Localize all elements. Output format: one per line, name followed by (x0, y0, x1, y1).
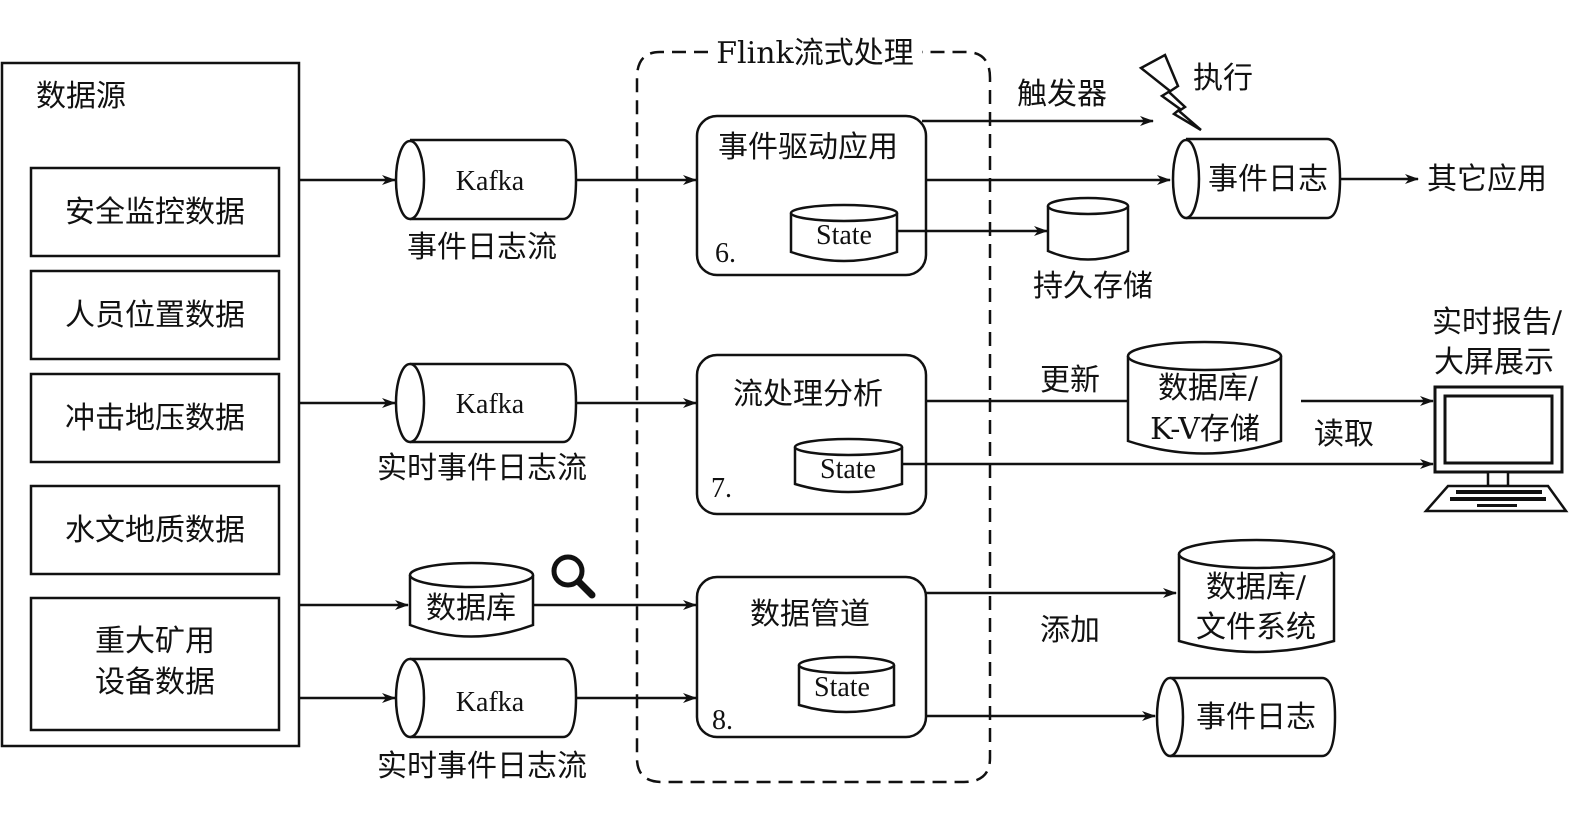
data-sources-panel: 数据源 安全监控数据 人员位置数据 冲击地压数据 水文地质数据 重大矿用 设备数… (0, 61, 301, 748)
flink-title: Flink流式处理 (716, 36, 914, 71)
state-store[interactable]: State (793, 437, 904, 494)
execute-label: 执行 (1193, 61, 1253, 96)
app-number: 8. (712, 705, 733, 736)
app-title: 事件驱动应用 (718, 130, 898, 165)
other-apps-label: 其它应用 (1427, 162, 1547, 197)
app-event-driven[interactable]: 事件驱动应用 6. State (695, 114, 928, 277)
source-item-equipment[interactable]: 重大矿用 设备数据 (29, 596, 281, 732)
kv-store-label-line2: K-V存储 (1150, 412, 1260, 447)
app-data-pipeline[interactable]: 数据管道 8. State (695, 575, 928, 739)
kafka-queue-1[interactable]: Kafka (394, 138, 578, 221)
report-label-line2: 大屏展示 (1434, 345, 1554, 380)
state-label: State (816, 220, 872, 251)
app-number: 7. (711, 473, 732, 504)
stream-caption-1: 事件日志流 (407, 230, 557, 265)
kafka-label: Kafka (456, 166, 525, 197)
app-title: 数据管道 (750, 597, 870, 632)
kafka-label: Kafka (456, 687, 525, 718)
event-log-label: 事件日志 (1208, 162, 1328, 197)
report-label-line1: 实时报告/ (1432, 305, 1563, 340)
source-item-label: 人员位置数据 (65, 298, 245, 333)
trigger-label: 触发器 (1017, 77, 1107, 112)
event-log-bottom[interactable]: 事件日志 (1155, 676, 1337, 758)
database-label: 数据库 (426, 591, 516, 626)
update-label: 更新 (1040, 363, 1100, 398)
kv-store-database[interactable]: 数据库/ K-V存储 (1126, 340, 1283, 455)
source-item-label: 水文地质数据 (65, 513, 245, 548)
source-item-safety[interactable]: 安全监控数据 (29, 166, 281, 258)
stream-caption-2: 实时事件日志流 (377, 451, 587, 486)
filesystem-database[interactable]: 数据库/ 文件系统 (1177, 538, 1336, 654)
state-label: State (820, 454, 876, 485)
source-item-label-line2: 设备数据 (95, 665, 215, 700)
fs-label-line2: 文件系统 (1196, 610, 1316, 645)
append-label: 添加 (1040, 613, 1100, 648)
kv-store-label-line1: 数据库/ (1158, 371, 1259, 406)
source-item-label: 冲击地压数据 (65, 401, 245, 436)
source-item-label: 安全监控数据 (65, 195, 245, 230)
app-stream-analytics[interactable]: 流处理分析 7. State (695, 353, 928, 516)
state-label: State (814, 672, 870, 703)
stream-caption-3: 实时事件日志流 (377, 749, 587, 784)
data-sources-title: 数据源 (36, 79, 126, 114)
magnifier-icon[interactable] (551, 554, 596, 599)
state-store[interactable]: State (797, 655, 896, 714)
computer-icon[interactable] (1423, 385, 1569, 513)
fs-label-line1: 数据库/ (1206, 570, 1307, 605)
kafka-queue-3[interactable]: Kafka (394, 657, 578, 739)
lightning-icon (1138, 53, 1202, 132)
flink-container: Flink流式处理 (635, 36, 992, 784)
app-number: 6. (715, 238, 736, 269)
source-item-personnel[interactable]: 人员位置数据 (29, 269, 281, 361)
kafka-label: Kafka (456, 389, 525, 420)
source-item-hydrogeology[interactable]: 水文地质数据 (29, 484, 281, 576)
event-log-top[interactable]: 事件日志 (1171, 137, 1342, 220)
read-label: 读取 (1314, 417, 1374, 452)
source-item-label-line1: 重大矿用 (95, 624, 215, 659)
persistent-storage[interactable] (1046, 196, 1130, 261)
source-item-rockburst[interactable]: 冲击地压数据 (29, 372, 281, 464)
kafka-queue-2[interactable]: Kafka (394, 362, 578, 444)
source-database[interactable]: 数据库 (408, 561, 535, 638)
event-log-label: 事件日志 (1196, 700, 1316, 735)
persistent-storage-label: 持久存储 (1033, 269, 1153, 304)
app-title: 流处理分析 (733, 377, 883, 412)
state-store[interactable]: State (789, 203, 899, 263)
